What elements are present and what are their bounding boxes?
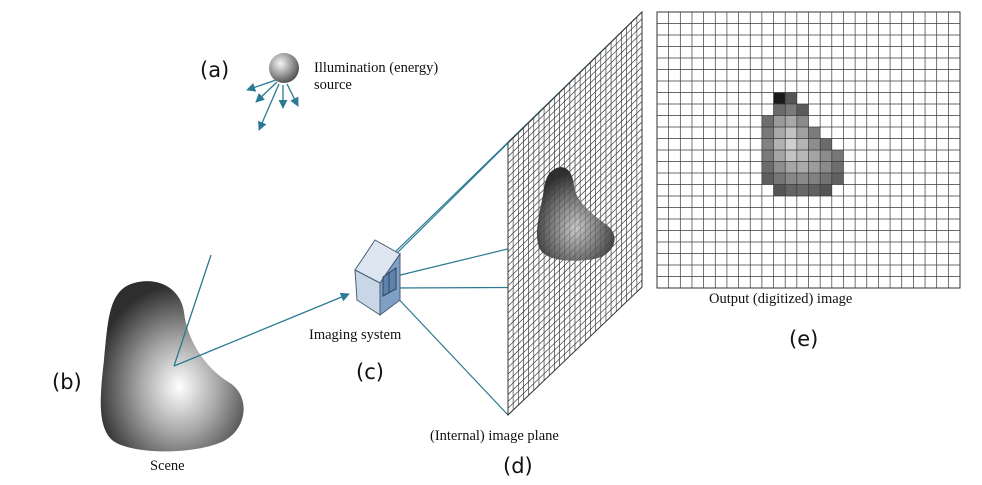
digitized-pixel <box>808 138 821 150</box>
digitized-pixel <box>785 115 797 127</box>
digitized-pixel <box>761 127 774 139</box>
digitized-pixel <box>831 161 844 173</box>
label-d: (d) <box>503 454 533 478</box>
scene-caption: Scene <box>150 458 185 474</box>
digitized-pixel <box>773 104 786 116</box>
digitized-pixel <box>796 138 809 150</box>
digitized-pixel <box>820 161 832 173</box>
imaging-system-caption: Imaging system <box>309 327 402 343</box>
digitized-pixel <box>796 150 809 162</box>
label-a: (a) <box>200 58 229 82</box>
digitized-pixel <box>808 173 821 185</box>
digitized-pixel <box>831 150 844 162</box>
digitized-pixel <box>808 184 821 196</box>
digitized-pixel <box>796 161 809 173</box>
digitized-pixel <box>808 150 821 162</box>
digitized-pixel <box>761 161 774 173</box>
digitized-pixel <box>785 127 797 139</box>
digitized-pixel <box>761 115 774 127</box>
output-image-caption: Output (digitized) image <box>709 291 852 307</box>
digitized-pixel <box>785 184 797 196</box>
image-plane <box>507 10 643 417</box>
digitized-pixel <box>796 115 809 127</box>
label-b: (b) <box>52 370 82 394</box>
label-e: (e) <box>789 327 818 351</box>
illumination-caption-line2: source <box>314 77 352 93</box>
digitized-pixel <box>796 184 809 196</box>
digitized-pixel <box>796 104 809 116</box>
projected-image <box>536 167 615 261</box>
digitized-pixel <box>785 150 797 162</box>
imaging-system-camera <box>354 239 401 316</box>
digitized-pixel <box>773 161 786 173</box>
output-digitized-image <box>656 11 961 289</box>
digitized-pixel <box>773 138 786 150</box>
digitized-pixel <box>820 173 832 185</box>
illumination-rays <box>246 79 299 131</box>
digitized-pixel <box>785 138 797 150</box>
digitized-pixel <box>773 173 786 185</box>
label-c: (c) <box>356 360 384 384</box>
digitized-pixel <box>796 127 809 139</box>
output-grid <box>657 12 960 288</box>
digitized-pixel <box>785 173 797 185</box>
digitized-pixel <box>808 161 821 173</box>
illumination-caption-line1: Illumination (energy) <box>314 60 438 76</box>
digitized-pixel <box>761 150 774 162</box>
digitized-pixel <box>761 138 774 150</box>
digitized-pixel <box>773 92 786 104</box>
digitized-pixel <box>820 150 832 162</box>
digitized-pixel <box>820 184 832 196</box>
digitized-pixel <box>831 173 844 185</box>
digitized-pixel <box>785 161 797 173</box>
image-plane-caption: (Internal) image plane <box>430 428 559 444</box>
digitized-pixel <box>808 127 821 139</box>
digitized-pixel <box>785 104 797 116</box>
illumination-source-sphere <box>269 53 299 83</box>
digitized-pixel <box>761 173 774 185</box>
digitized-pixel <box>773 184 786 196</box>
digitized-pixel <box>820 138 832 150</box>
digitized-pixel <box>773 115 786 127</box>
scene-rays <box>173 254 350 367</box>
digitized-pixel <box>773 150 786 162</box>
digitized-pixel <box>785 92 797 104</box>
digitized-pixel-cells <box>761 92 844 196</box>
digitized-pixel <box>796 173 809 185</box>
scene-object <box>100 281 244 452</box>
digitized-pixel <box>773 127 786 139</box>
